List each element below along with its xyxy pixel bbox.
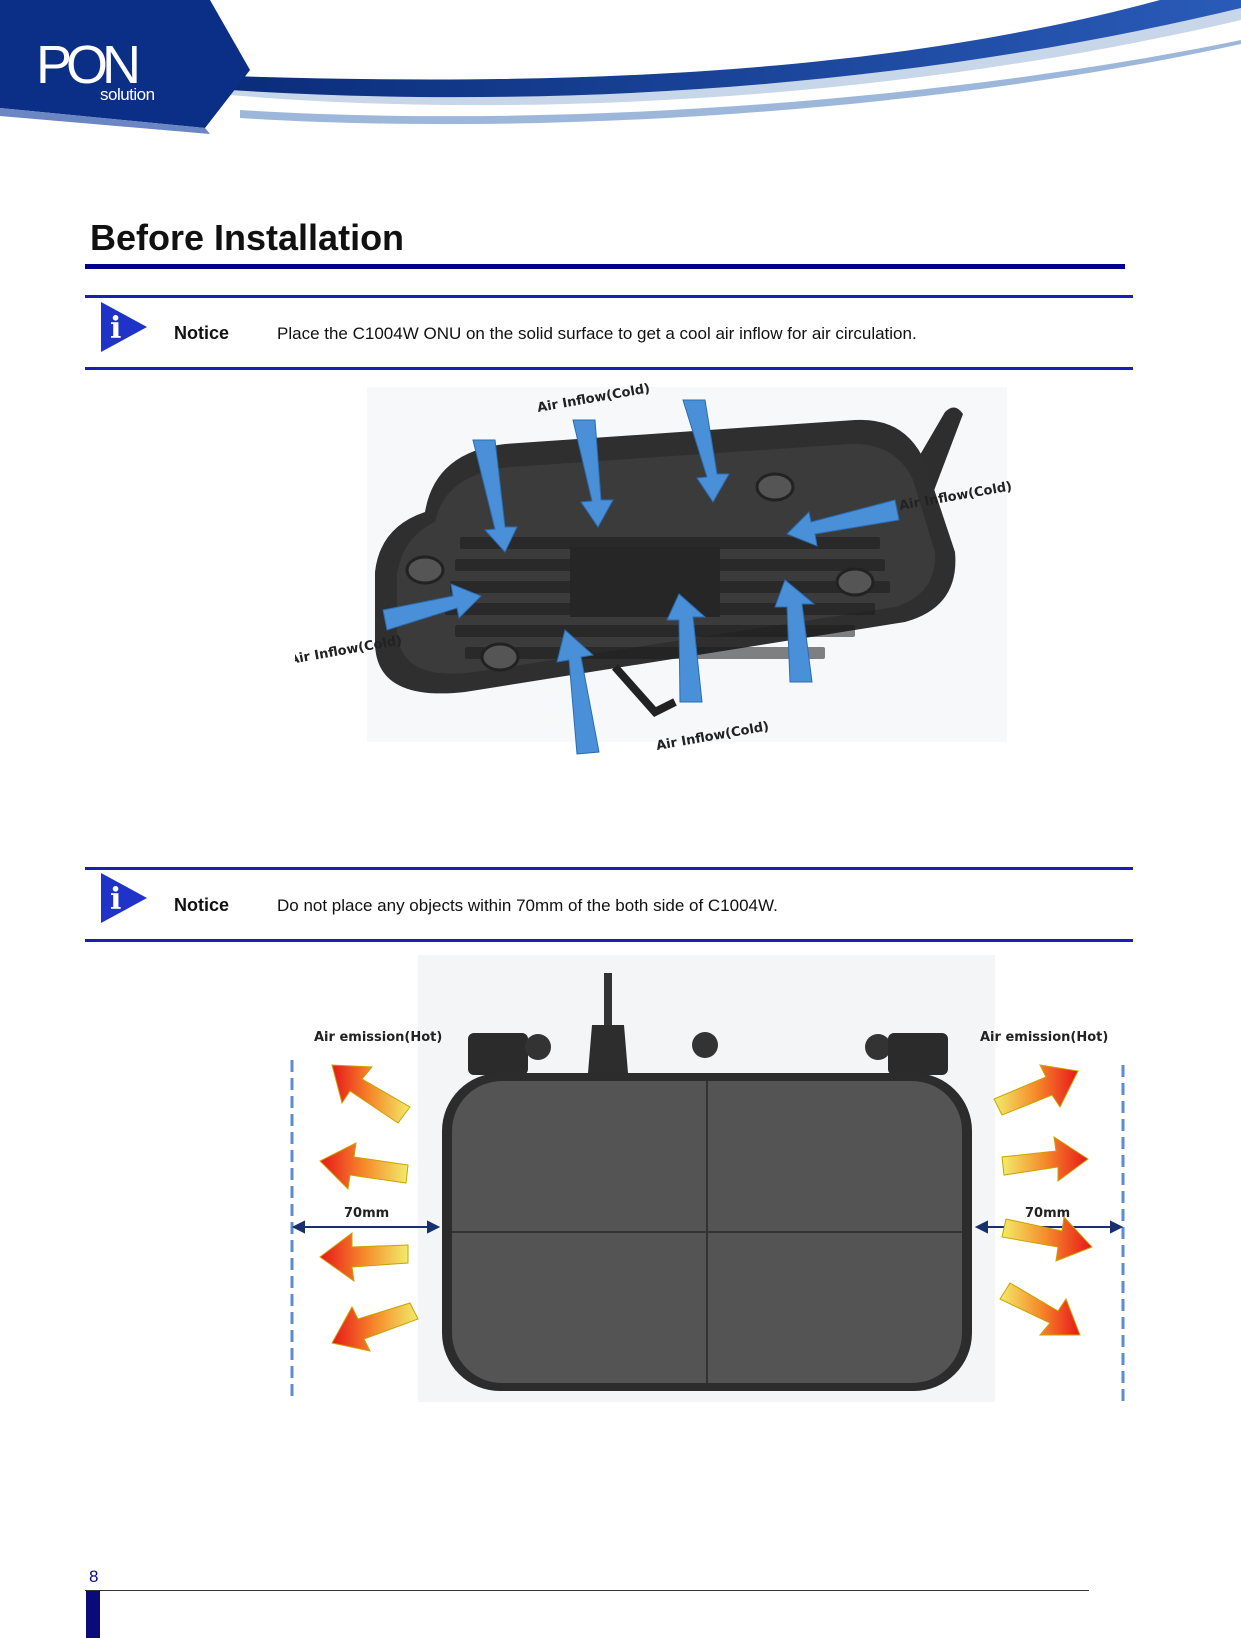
cold-arrows — [382, 399, 900, 755]
arrow-hot-right-2 — [1001, 1135, 1089, 1182]
center-knob — [692, 1032, 718, 1058]
notice-1-text: Place the C1004W ONU on the solid surfac… — [277, 324, 917, 343]
arrow-hot-left-3 — [319, 1232, 409, 1283]
arrow-cold-3 — [682, 399, 730, 503]
right-dimension — [974, 1220, 1124, 1234]
clearance-figure: 70mm 70mm Air emission(Hot) Air emission… — [290, 955, 1125, 1405]
airflow-figure: Air Inflow(Cold) Air Inflow(Cold) Air In… — [295, 382, 1013, 755]
notice-2-top-rule — [85, 867, 1133, 870]
arrow-cold-2 — [572, 419, 614, 528]
arrow-hot-right-3 — [1001, 1215, 1093, 1262]
right-emission-label: Air emission(Hot) — [980, 1030, 1108, 1045]
antenna-top — [604, 973, 612, 1028]
arrow-hot-left-2 — [319, 1142, 409, 1191]
svg-text:i: i — [110, 882, 121, 917]
arrow-hot-left-1 — [331, 1064, 411, 1124]
antenna-base — [588, 1025, 628, 1073]
notice-2-text: Do not place any objects within 70mm of … — [277, 896, 778, 915]
arrow-cold-8 — [774, 579, 816, 683]
left-knob — [525, 1034, 551, 1060]
notice-1-label: Notice — [174, 323, 230, 343]
left-connector — [468, 1033, 528, 1075]
arrow-cold-1 — [472, 439, 518, 553]
hot-arrows-right — [993, 1064, 1093, 1336]
right-connector — [888, 1033, 948, 1075]
hot-arrows-left — [319, 1064, 419, 1352]
notice-2-label: Notice — [174, 895, 230, 915]
notice-2-bottom-rule — [85, 939, 1133, 942]
arrow-hot-left-4 — [331, 1302, 419, 1352]
arrow-cold-7 — [666, 593, 707, 703]
page-number-bar — [86, 1591, 100, 1638]
left-dimension — [291, 1220, 441, 1234]
footer-rule — [85, 1590, 1089, 1591]
logo-pon: PON — [36, 35, 141, 95]
logo-solution: solution — [100, 85, 155, 104]
left-distance-label: 70mm — [344, 1206, 389, 1221]
page-number: 8 — [89, 1567, 99, 1586]
right-distance-label: 70mm — [1025, 1206, 1070, 1221]
left-emission-label: Air emission(Hot) — [314, 1030, 442, 1045]
arrow-cold-5 — [382, 583, 482, 631]
notice-1-bottom-rule — [85, 367, 1133, 370]
info-icon: i — [101, 302, 147, 352]
right-knob — [865, 1034, 891, 1060]
arrow-cold-4 — [786, 499, 900, 547]
svg-text:i: i — [110, 311, 121, 346]
arrow-cold-6 — [556, 629, 600, 755]
title-rule — [85, 264, 1125, 269]
cable — [612, 664, 677, 717]
arrow-hot-right-4 — [999, 1282, 1081, 1336]
page-title: Before Installation — [90, 217, 405, 258]
header-banner — [0, 0, 1241, 134]
info-icon: i — [101, 873, 147, 923]
notice-1-top-rule — [85, 295, 1133, 298]
arrow-hot-right-1 — [993, 1064, 1079, 1116]
rubber-feet — [405, 472, 875, 672]
center-label-area — [570, 547, 720, 617]
